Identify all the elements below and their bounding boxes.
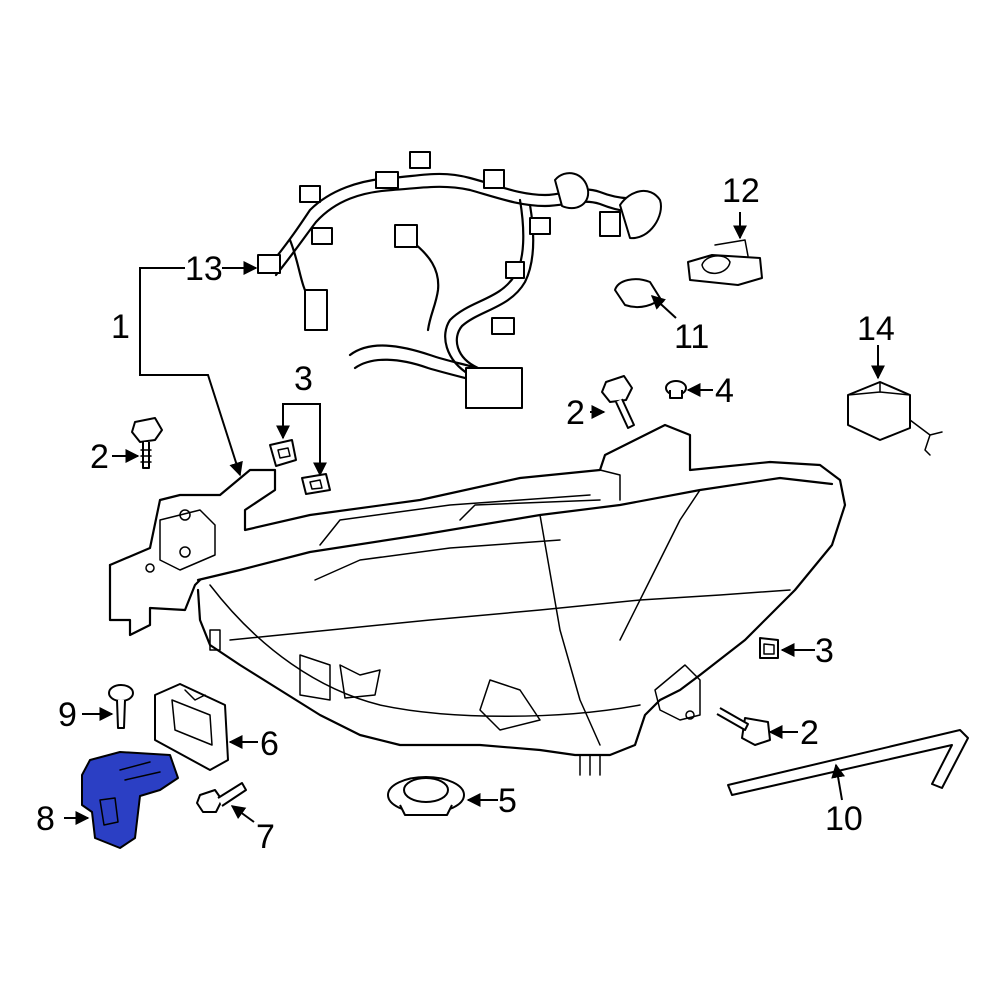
callout-1: 1 [111,308,130,346]
leader-lines [64,212,885,825]
screw [108,684,134,729]
callout-6: 6 [260,725,279,763]
highlighted-bracket [81,751,179,849]
callout-8: 8 [36,800,55,838]
bolt-top [601,375,635,429]
callout-7: 7 [256,818,275,856]
callout-3-right: 3 [815,632,834,670]
control-module [154,683,229,771]
callout-2-top: 2 [566,394,585,432]
bulb-socket [687,239,763,286]
callout-4: 4 [715,372,734,410]
bulb [614,278,661,308]
callout-11: 11 [674,318,709,356]
clip-lower [301,473,331,495]
bolt-left [131,417,163,469]
callouts: 1 2 2 2 3 3 4 5 6 7 8 9 10 11 12 13 14 [36,172,895,856]
sensor [847,381,943,456]
wiring-harness [257,151,662,409]
clip-upper [269,439,297,467]
headlamp-assembly [108,423,847,776]
callout-14: 14 [857,310,895,348]
cap [387,776,465,816]
callout-2-left: 2 [90,438,109,476]
callout-3-upper: 3 [294,360,313,398]
callout-13: 13 [185,250,223,288]
bolt-right [716,707,771,746]
callout-9: 9 [58,696,77,734]
callout-5: 5 [498,782,517,820]
trim-strip [727,729,969,796]
grommet-small [665,380,687,399]
callout-2-right: 2 [800,714,819,752]
bolt-small [196,782,247,813]
clip-right [759,637,779,659]
callout-10: 10 [825,800,863,838]
callout-12: 12 [722,172,760,210]
